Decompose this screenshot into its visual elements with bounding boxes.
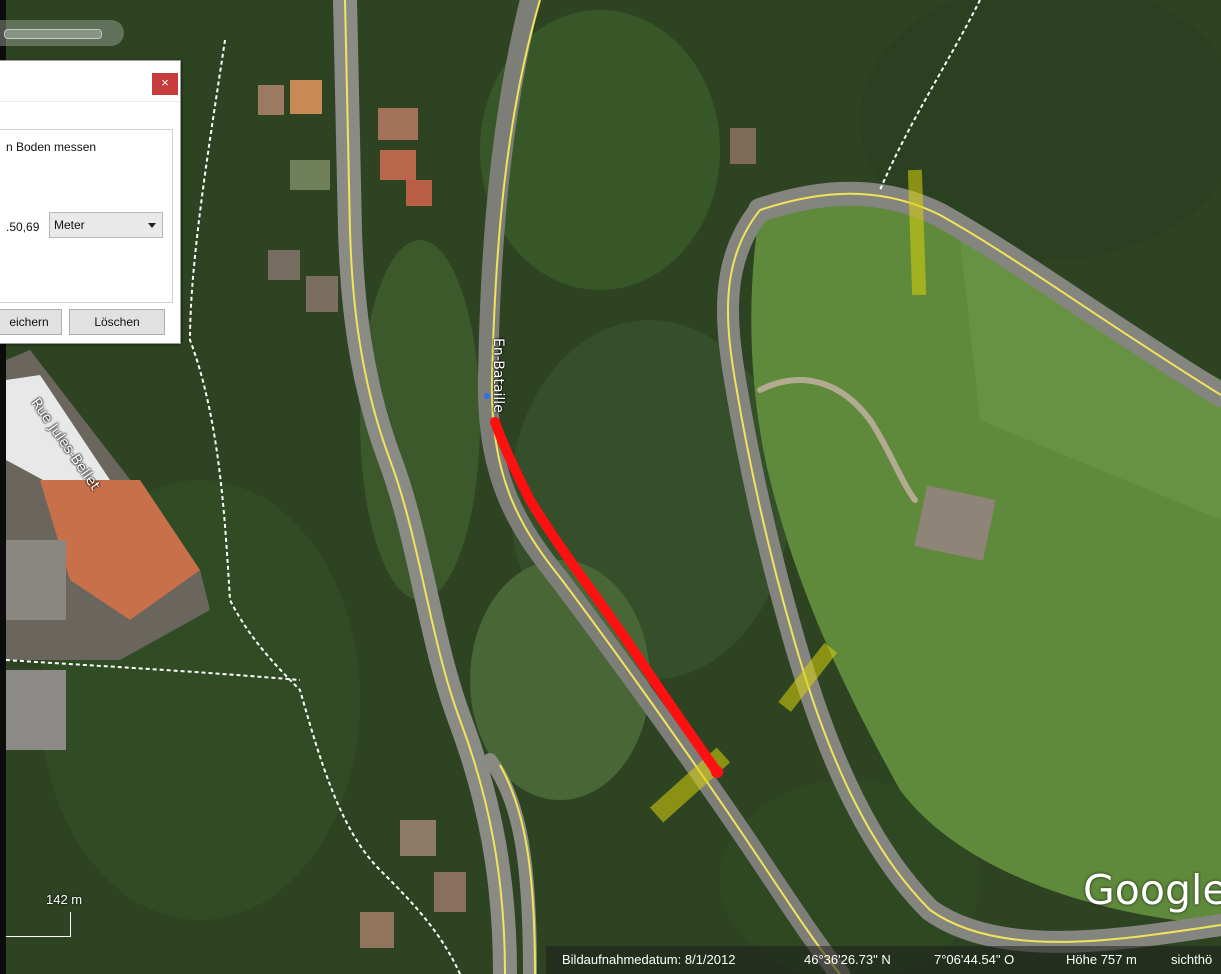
eye-altitude-readout: sichthö bbox=[1171, 952, 1213, 967]
latitude-readout: 46°36'26.73" N bbox=[804, 952, 891, 967]
longitude-readout: 7°06'44.54" O bbox=[934, 952, 1015, 967]
unit-select[interactable]: Meter bbox=[49, 212, 163, 238]
scale-label: 142 m bbox=[46, 892, 83, 907]
image-date: Bildaufnahmedatum: 8/1/2012 bbox=[562, 952, 736, 967]
window-edge bbox=[0, 0, 6, 974]
measure-end-point[interactable] bbox=[711, 766, 723, 778]
village-buildings bbox=[258, 80, 996, 948]
zoom-slider[interactable] bbox=[0, 20, 124, 46]
chevron-down-icon bbox=[148, 223, 156, 228]
close-icon: × bbox=[161, 75, 169, 90]
dialog-titlebar[interactable]: × bbox=[0, 61, 180, 102]
placemark-dot bbox=[484, 393, 490, 399]
scale-bar bbox=[6, 912, 71, 937]
status-bar: Bildaufnahmedatum: 8/1/2012 46°36'26.73"… bbox=[546, 946, 1221, 974]
ruler-dialog: × n Boden messen .50,69 Meter eichern Lö… bbox=[0, 60, 181, 344]
save-button[interactable]: eichern bbox=[0, 309, 62, 335]
delete-button[interactable]: Löschen bbox=[69, 309, 165, 335]
unit-selected: Meter bbox=[54, 218, 85, 232]
measure-panel: n Boden messen .50,69 Meter bbox=[0, 129, 173, 303]
measure-value: .50,69 bbox=[6, 220, 40, 234]
close-button[interactable]: × bbox=[152, 73, 178, 95]
road-label-en-bataille: En-Bataille bbox=[490, 338, 506, 413]
measured-path bbox=[490, 417, 722, 777]
factory-buildings bbox=[6, 350, 210, 750]
ground-measure-hint: n Boden messen bbox=[6, 140, 97, 154]
boundary-lines bbox=[5, 0, 981, 974]
zoom-slider-track[interactable] bbox=[4, 29, 102, 39]
measure-start-point[interactable] bbox=[490, 417, 500, 427]
google-logo: Google bbox=[1083, 866, 1221, 914]
elevation-readout: Höhe 757 m bbox=[1066, 952, 1137, 967]
